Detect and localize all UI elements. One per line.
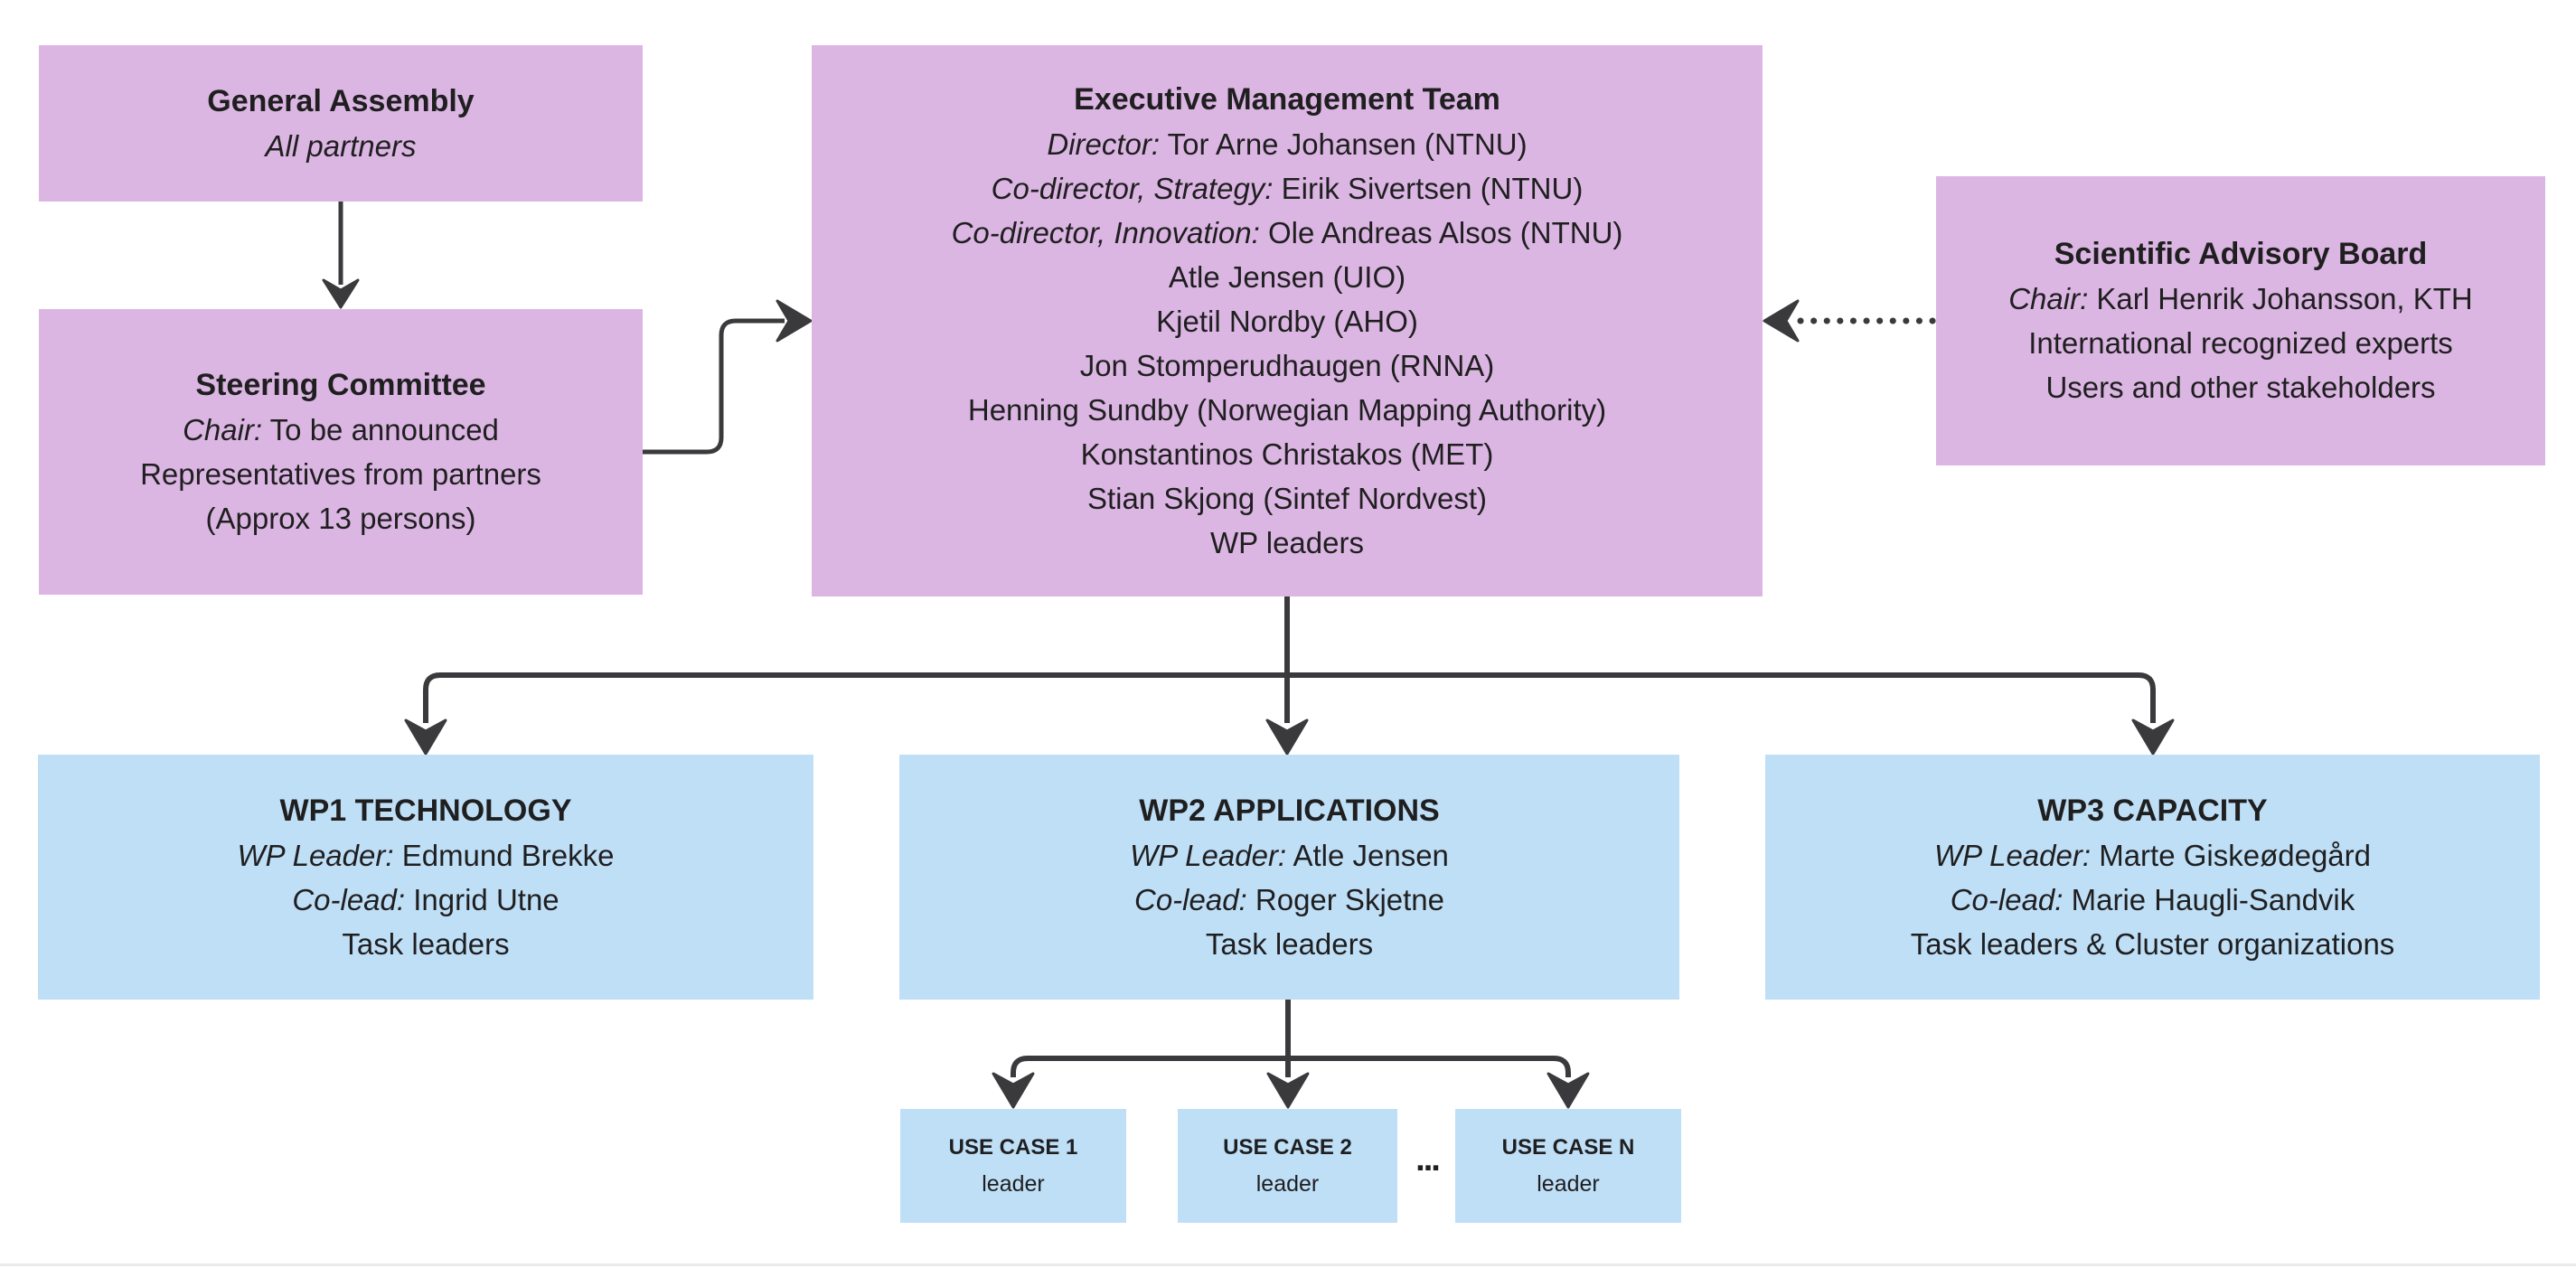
use-cases-ellipsis: ...: [1415, 1141, 1441, 1179]
tree-wp2-to-use-cases: [992, 1000, 1590, 1109]
steering-committee-chair: Chair: To be announced: [183, 413, 499, 446]
arrow-sab-to-emt-dotted: [1763, 299, 1940, 343]
use-case-1-box: USE CASE 1 leader: [900, 1109, 1126, 1223]
wp2-leader: WP Leader: Atle Jensen: [1130, 838, 1449, 872]
use-case-2-title: USE CASE 2: [1223, 1135, 1352, 1160]
wp1-title: WP1 TECHNOLOGY: [279, 793, 572, 828]
use-case-2-leader: leader: [1255, 1171, 1320, 1197]
use-case-n-title: USE CASE N: [1501, 1135, 1635, 1160]
emt-member: Director: Tor Arne Johansen (NTNU): [1047, 127, 1528, 161]
wp2-colead: Co-lead: Roger Skjetne: [1133, 882, 1445, 916]
emt-member: Jon Stomperudhaugen (RNNA): [1079, 348, 1495, 382]
tree-emt-to-wps: [404, 596, 2175, 756]
slide-bottom-border: [0, 1263, 2576, 1266]
wp3-colead: Co-lead: Marie Haugli-Sandvik: [1950, 882, 2355, 916]
sab-title: Scientific Advisory Board: [2054, 237, 2428, 271]
emt-title: Executive Management Team: [1074, 81, 1500, 117]
general-assembly-box: General Assembly All partners: [39, 45, 643, 202]
emt-member: Co-director, Strategy: Eirik Sivertsen (…: [991, 171, 1584, 205]
emt-member: Kjetil Nordby (AHO): [1156, 304, 1418, 338]
arrow-ga-to-sc: [322, 202, 360, 309]
wp3-leader: WP Leader: Marte Giskeødegård: [1934, 838, 2371, 872]
wp1-task-leaders: Task leaders: [342, 926, 510, 961]
emt-member: Konstantinos Christakos (MET): [1080, 437, 1494, 471]
sab-experts: International recognized experts: [2028, 326, 2453, 360]
use-case-n-box: USE CASE N leader: [1455, 1109, 1681, 1223]
sab-users: Users and other stakeholders: [2045, 371, 2436, 404]
wp1-technology-box: WP1 TECHNOLOGY WP Leader: Edmund Brekke …: [38, 755, 813, 1000]
wp1-colead: Co-lead: Ingrid Utne: [292, 882, 559, 916]
use-case-2-box: USE CASE 2 leader: [1178, 1109, 1397, 1223]
steering-committee-title: Steering Committee: [195, 368, 486, 402]
wp1-leader: WP Leader: Edmund Brekke: [237, 838, 615, 872]
wp2-task-leaders: Task leaders: [1205, 926, 1374, 961]
emt-member: Atle Jensen (UIO): [1168, 259, 1406, 294]
emt-member: WP leaders: [1210, 525, 1364, 559]
use-case-n-leader: leader: [1537, 1171, 1600, 1197]
arrow-sc-to-emt: [643, 299, 813, 455]
steering-committee-box: Steering Committee Chair: To be announce…: [39, 309, 643, 595]
scientific-advisory-board-box: Scientific Advisory Board Chair: Karl He…: [1936, 176, 2545, 465]
wp2-title: WP2 APPLICATIONS: [1139, 793, 1440, 828]
sab-chair: Chair: Karl Henrik Johansson, KTH: [2008, 282, 2473, 315]
general-assembly-subtitle: All partners: [265, 128, 417, 163]
emt-member: Stian Skjong (Sintef Nordvest): [1086, 481, 1488, 515]
general-assembly-title: General Assembly: [207, 83, 475, 118]
wp3-task-leaders: Task leaders & Cluster organizations: [1910, 926, 2395, 961]
use-case-1-leader: leader: [982, 1171, 1045, 1197]
emt-member: Henning Sundby (Norwegian Mapping Author…: [967, 392, 1607, 427]
wp3-title: WP3 CAPACITY: [2037, 793, 2268, 828]
steering-committee-representatives: Representatives from partners: [140, 457, 541, 491]
use-case-1-title: USE CASE 1: [948, 1135, 1078, 1160]
steering-committee-size: (Approx 13 persons): [205, 502, 476, 535]
wp3-capacity-box: WP3 CAPACITY WP Leader: Marte Giskeødegå…: [1765, 755, 2540, 1000]
wp2-applications-box: WP2 APPLICATIONS WP Leader: Atle Jensen …: [899, 755, 1679, 1000]
emt-member: Co-director, Innovation: Ole Andreas Als…: [951, 215, 1623, 249]
executive-management-team-box: Executive Management Team Director: Tor …: [812, 45, 1763, 596]
